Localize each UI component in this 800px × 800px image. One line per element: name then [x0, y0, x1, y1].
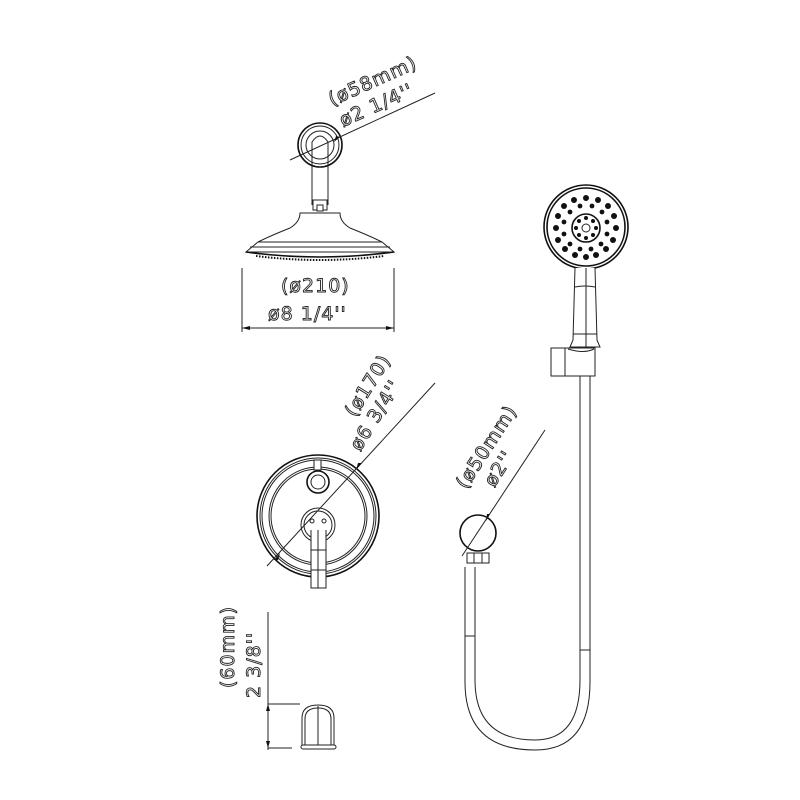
- spout-dim-metric: (60mm): [217, 606, 239, 688]
- diverter-knob: [306, 470, 330, 494]
- valve-trim-dimension: (ø170) ø6 3/4'': [266, 350, 436, 567]
- shower-head-dim-metric: (ø210): [281, 275, 350, 297]
- shower-hose: [464, 376, 591, 751]
- tub-spout-dimension: (60mm) 2 3/8'': [217, 606, 300, 750]
- shower-arm-flange: [297, 122, 343, 212]
- shower-head-dimension: (ø210) ø8 1/4'': [241, 268, 395, 332]
- valve-trim-plate: [256, 454, 380, 589]
- hand-shower-head: [543, 184, 629, 270]
- spout-dim-imperial: 2 3/8'': [243, 632, 265, 698]
- hand-shower-handle: [569, 267, 601, 348]
- hand-shower-holder: [550, 347, 596, 377]
- elbow-dimension: (ø50mm) ø2'': [451, 401, 546, 557]
- wall-supply-elbow: [459, 514, 497, 564]
- tub-spout: [300, 704, 337, 750]
- shower-head-dim-imperial: ø8 1/4'': [268, 303, 347, 325]
- rain-shower-head: [244, 212, 396, 261]
- diverter-stem: [313, 459, 322, 471]
